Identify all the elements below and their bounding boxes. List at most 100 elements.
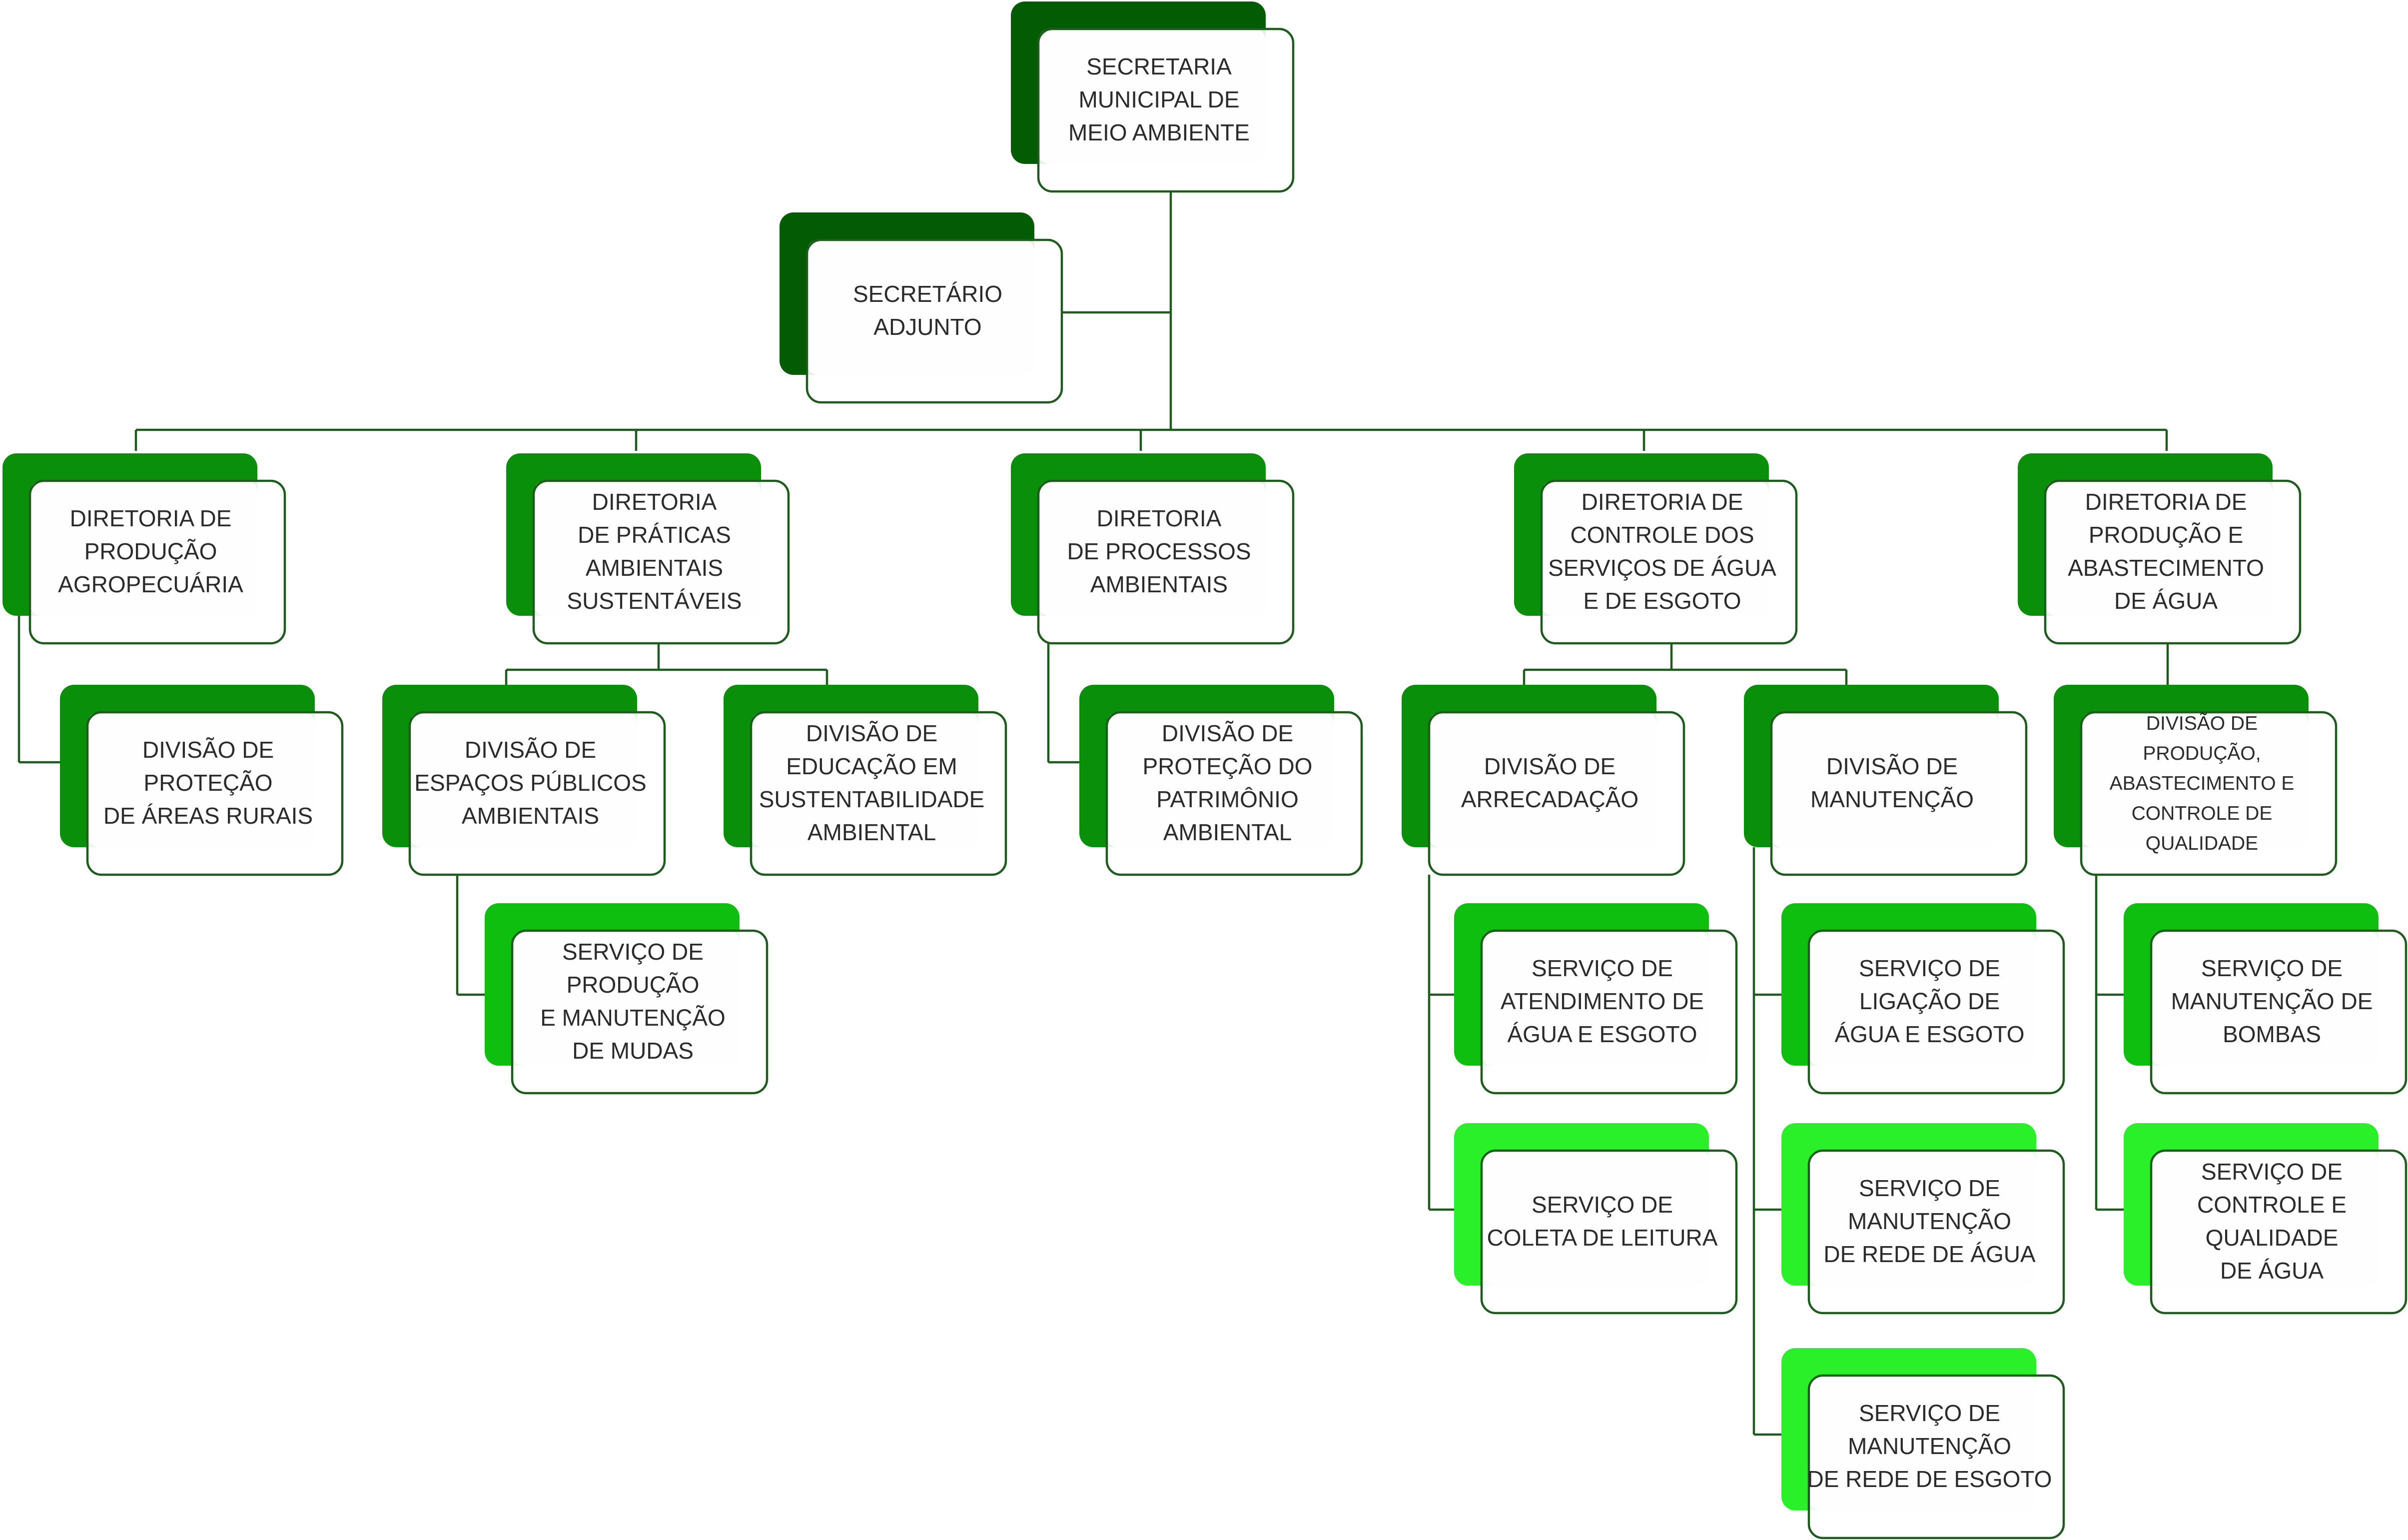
org-box-label: DIRETORIA DE PRODUÇÃO E ABASTECIMENTO DE ÁG… <box>2068 489 2264 614</box>
org-box-label: DIRETORIA DE CONTROLE DOS SERVIÇOS DE ÁGUA… <box>1548 489 1776 614</box>
org-box-label-line: E DE ESGOTO <box>1583 588 1741 614</box>
org-box-label-line: SERVIÇO DE <box>1859 955 2000 981</box>
org-box-label: DIVISÃO DE MANUTENÇÃO <box>1810 753 1974 812</box>
org-box-label-line: AMBIENTAL <box>1163 819 1292 845</box>
org-box-label: SECRETARIA MUNICIPAL DE MEIO AMBIENTE <box>1068 53 1250 145</box>
box-frame <box>86 711 344 876</box>
org-box-label-line: SERVIÇO DE <box>2201 1159 2343 1185</box>
org-box-label-line: MANUTENÇÃO <box>1848 1433 2011 1459</box>
org-box-label-line: ÁGUA E ESGOTO <box>1834 1021 2024 1047</box>
org-box-secretaria: SECRETARIA MUNICIPAL DE MEIO AMBIENTE <box>1011 1 1295 193</box>
org-box-label-line: SERVIÇO DE <box>1532 1192 1673 1218</box>
org-box-label-line: DIRETORIA DE <box>70 505 232 531</box>
box-frame <box>511 929 769 1095</box>
org-box-label-line: DIRETORIA <box>1097 505 1222 531</box>
org-box-label-line: SECRETARIA <box>1086 53 1232 79</box>
org-box-label-line: MANUTENÇÃO <box>1810 786 1974 812</box>
box-frame <box>2150 1149 2408 1315</box>
org-box-label-line: MUNICIPAL DE <box>1078 86 1239 112</box>
org-box-label-line: CONTROLE E <box>2197 1192 2347 1218</box>
org-box-label-line: QUALIDADE <box>2206 1225 2339 1251</box>
org-box-label-line: DE ÁREAS RURAIS <box>103 803 313 829</box>
org-box-serv-rede-esgoto: SERVIÇO DE MANUTENÇÃO DE REDE DE ESGOTO <box>1781 1348 2065 1540</box>
org-box-label-line: DIVISÃO DE <box>142 737 274 763</box>
org-box-label: DIVISÃO DE ARRECADAÇÃO <box>1461 753 1638 812</box>
org-box-label-line: AMBIENTAIS <box>586 555 723 581</box>
org-box-label-line: SUSTENTABILIDADE <box>759 786 985 812</box>
org-box-label-line: DIVISÃO DE <box>1162 720 1293 746</box>
org-box-dir-controle-agua: DIRETORIA DE CONTROLE DOS SERVIÇOS DE ÁGUA… <box>1514 453 1798 645</box>
org-box-label-line: MEIO AMBIENTE <box>1068 119 1250 145</box>
org-box-label: SERVIÇO DE MANUTENÇÃO DE REDE DE ESGOTO <box>1807 1400 2052 1492</box>
box-frame <box>1037 27 1295 193</box>
box-frame <box>28 479 286 645</box>
org-box-label-line: EDUCAÇÃO EM <box>786 753 957 779</box>
org-box-label-line: DE REDE DE ESGOTO <box>1807 1466 2052 1492</box>
org-box-label-line: SERVIÇOS DE ÁGUA <box>1548 555 1776 581</box>
org-box-label-line: DIRETORIA DE <box>2085 489 2247 515</box>
org-box-label-line: ATENDIMENTO DE <box>1501 988 1704 1014</box>
connector-lines <box>17 191 2169 1436</box>
box-frame <box>2150 929 2408 1095</box>
org-box-label-line: AGROPECUÁRIA <box>58 571 243 597</box>
org-box-label-line: SERVIÇO DE <box>1859 1175 2000 1201</box>
box-frame <box>805 238 1063 404</box>
org-box-label-line: ABASTECIMENTO E <box>2110 773 2295 794</box>
box-frame <box>1480 1149 1738 1315</box>
box-frame <box>1807 1374 2065 1540</box>
org-box-label-line: PATRIMÔNIO <box>1156 786 1299 812</box>
org-box-label-line: DE REDE DE ÁGUA <box>1823 1241 2036 1267</box>
org-box-label: DIVISÃO DE PROTEÇÃO DE ÁREAS RURAIS <box>103 737 313 829</box>
box-frame <box>2044 479 2302 645</box>
org-box-label-line: AMBIENTAL <box>807 819 936 845</box>
org-box-label: SERVIÇO DE COLETA DE LEITURA <box>1487 1192 1718 1251</box>
org-box-label-line: DE ÁGUA <box>2114 588 2218 614</box>
org-box-label-line: ESPAÇOS PÚBLICOS <box>414 770 646 796</box>
org-box-label-line: ABASTECIMENTO <box>2068 555 2264 581</box>
org-box-div-patrimonio: DIVISÃO DE PROTEÇÃO DO PATRIMÔNIO AMBIENTAL <box>1079 685 1363 876</box>
org-box-label-line: DE PROCESSOS <box>1067 538 1251 564</box>
org-box-label-line: QUALIDADE <box>2146 833 2258 854</box>
org-box-label-line: CONTROLE DOS <box>1570 522 1754 548</box>
org-box-label-line: COLETA DE LEITURA <box>1487 1225 1718 1251</box>
org-box-label-line: SERVIÇO DE <box>1859 1400 2000 1426</box>
org-box-label-line: DIVISÃO DE <box>1826 753 1958 779</box>
box-frame <box>532 479 790 645</box>
org-box-label-line: DIVISÃO DE <box>1484 753 1615 779</box>
org-box-div-areas-rurais: DIVISÃO DE PROTEÇÃO DE ÁREAS RURAIS <box>60 685 344 876</box>
org-box-label-line: PROTEÇÃO <box>143 770 272 796</box>
org-box-label-line: DIRETORIA DE <box>1582 489 1743 515</box>
org-box-label-line: PRODUÇÃO E <box>2089 522 2243 548</box>
org-box-serv-coleta: SERVIÇO DE COLETA DE LEITURA <box>1454 1123 1738 1315</box>
org-box-label-line: ARRECADAÇÃO <box>1461 786 1638 812</box>
org-box-label-line: ÁGUA E ESGOTO <box>1507 1021 1697 1047</box>
box-frame <box>1105 711 1363 876</box>
box-frame <box>1428 711 1685 876</box>
box-frame <box>408 711 666 876</box>
org-box-label-line: SERVIÇO DE <box>562 939 704 965</box>
org-box-label-line: BOMBAS <box>2223 1021 2321 1047</box>
org-box-label-line: PROTEÇÃO DO <box>1143 753 1313 779</box>
org-box-label-line: DIRETORIA <box>592 489 717 515</box>
box-frame <box>1480 929 1738 1095</box>
